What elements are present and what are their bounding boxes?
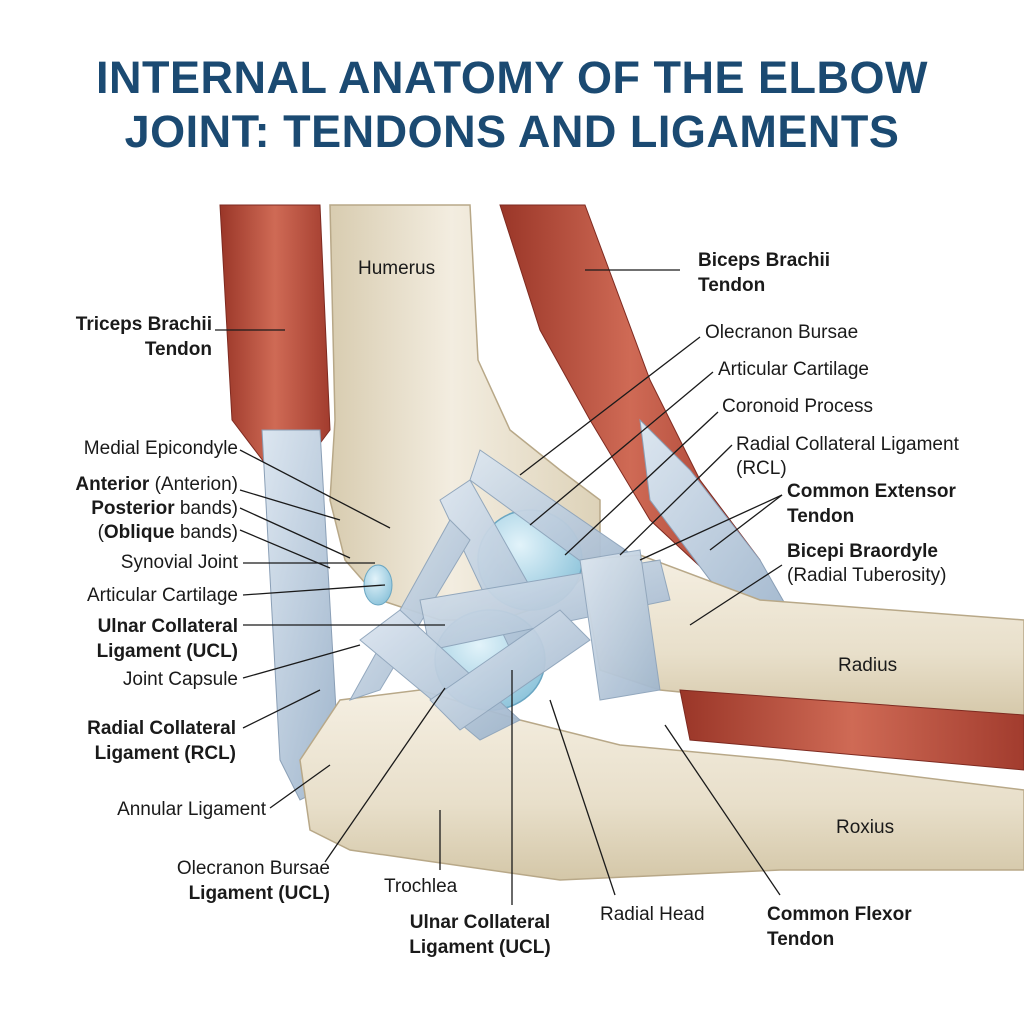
label-rcl-left-line-2: Ligament (RCL) [94,743,236,764]
diagram-title-line-2: JOINT: TENDONS AND LIGAMENTS [124,106,900,157]
label-olecranon-bursae-right: Olecranon Bursae [705,322,859,343]
label-humerus: Humerus [358,258,436,279]
label-rcl-right-line-1: Radial Collateral Ligament [736,434,959,455]
forearm-muscle [679,689,1024,771]
label-oblique-rest: bands) [174,522,238,543]
label-biceps-line-1: Biceps Brachii [698,250,830,271]
label-ucl-bottom-line-1: Ulnar Collateral [409,912,551,933]
label-posterior-bold: Posterior [91,498,175,519]
label-trochlea: Trochlea [384,876,458,897]
label-triceps-line-2: Tendon [144,339,212,360]
label-annular-ligament: Annular Ligament [117,799,266,820]
label-bicepi-line-1: Bicepi Braordyle [787,541,938,562]
label-common-flexor-line-1: Common Flexor [767,904,912,925]
label-ucl-bottom-line-2: Ligament (UCL) [409,937,551,958]
label-ucl-left-line-1: Ulnar Collateral [97,616,238,637]
label-synovial-joint: Synovial Joint [120,552,238,573]
label-olecranon-bursae-bottom-line-1: Olecranon Bursae [176,858,330,879]
label-roxius: Roxius [836,817,895,838]
label-ucl-left-line-2: Ligament (UCL) [96,641,238,662]
label-oblique-bold: Oblique [103,522,175,543]
label-posterior-rest: bands) [174,498,238,519]
label-common-extensor-line-1: Common Extensor [787,481,956,502]
label-anterior-rest: (Anterion) [149,474,238,495]
label-bicepi-line-2: (Radial Tuberosity) [787,565,947,586]
label-biceps-line-2: Tendon [698,275,766,296]
label-coronoid-process: Coronoid Process [722,396,874,417]
label-posterior: Posterior bands) [0,496,238,521]
label-articular-cartilage-left: Articular Cartilage [87,585,238,606]
label-rcl-right-line-2: (RCL) [736,458,787,479]
label-olecranon-bursae-bottom-line-2: Ligament (UCL) [188,883,330,904]
label-radial-head: Radial Head [600,904,705,925]
label-articular-cartilage-right: Articular Cartilage [718,359,869,380]
label-medial-epicondyle: Medial Epicondyle [83,438,238,459]
label-triceps-line-1: Triceps Brachii [75,314,212,335]
label-anterior: Anterior (Anterion) [0,472,238,497]
label-oblique: (Oblique bands) [0,520,238,545]
label-common-extensor-line-2: Tendon [787,506,855,527]
label-oblique-pre: ( [97,522,104,543]
ligament-band-6 [429,609,591,731]
annular-ligament-wrap [579,549,661,701]
label-anterior-bold: Anterior [75,474,150,495]
label-common-flexor-line-2: Tendon [767,929,835,950]
diagram-title-line-1: INTERNAL ANATOMY OF THE ELBOW [96,52,928,103]
label-radius: Radius [838,655,898,676]
label-joint-capsule: Joint Capsule [122,669,238,690]
label-rcl-left-line-1: Radial Collateral [87,718,236,739]
